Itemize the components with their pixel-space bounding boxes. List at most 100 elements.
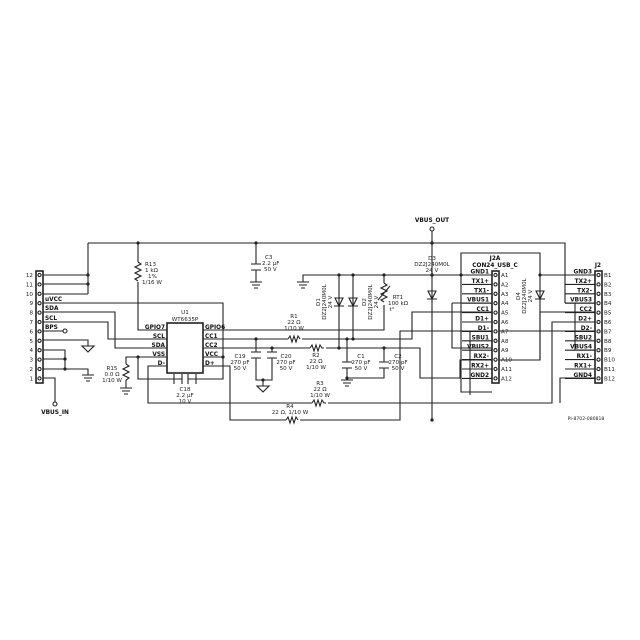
j1-pin-icon xyxy=(37,319,42,325)
j2a-pin-icon xyxy=(493,291,498,296)
u1-pin-right: D+ xyxy=(205,361,215,367)
j2a-pin-number: A5 xyxy=(501,311,509,317)
r2-ref: R2 xyxy=(312,353,319,359)
j1-pin-number: 8 xyxy=(29,311,33,317)
connector-pins: 121110987654321GPIO7SCLSDAVSSD-GPIO6CC1C… xyxy=(26,270,616,383)
j2-pin-number: B2 xyxy=(604,282,611,288)
j2a-pin-name: TX1- xyxy=(474,288,489,294)
j2-pin-icon xyxy=(596,348,601,353)
j1-pin-number: 12 xyxy=(26,273,33,279)
j2-pin-number: B4 xyxy=(604,301,612,307)
c19-ref: C19 xyxy=(234,354,245,360)
r13-tol: 1% xyxy=(148,274,157,280)
j2a-pin-icon xyxy=(493,301,498,306)
j2-pin-number: B5 xyxy=(604,311,612,317)
d4-voltage: 24 V xyxy=(528,289,534,302)
u1-pin-left: SDA xyxy=(152,343,166,349)
u1-pin-right: CC1 xyxy=(205,334,218,340)
j1-pin-icon xyxy=(37,291,42,296)
j2-pin-name: RX1+ xyxy=(574,364,592,370)
j2a-pin-number: A10 xyxy=(501,358,512,364)
c1-ref: C1 xyxy=(357,354,365,360)
j2a-pin-number: A12 xyxy=(501,376,512,382)
j2a-pin-name: VBUS2 xyxy=(467,345,489,351)
resistor-r15 xyxy=(121,363,131,381)
j2-pin-icon xyxy=(596,357,601,362)
j1-pin-number: 4 xyxy=(29,348,33,354)
c2-ref: C2 xyxy=(394,354,401,360)
bps-label: BPS xyxy=(45,325,58,331)
r4-value: 22 Ω, 1/10 W xyxy=(272,410,309,416)
r2-power: 1/10 W xyxy=(306,365,326,371)
j2a-pin-name: GND1 xyxy=(471,270,489,276)
j2a-pin-number: A2 xyxy=(501,282,508,288)
resistor-r13 xyxy=(133,261,143,282)
u1-ref: U1 xyxy=(181,310,189,316)
j1-pin-icon xyxy=(37,329,42,334)
j1-pin-icon xyxy=(37,272,42,278)
j2a-pin-number: A1 xyxy=(501,273,509,279)
r13-ref: R13 xyxy=(145,262,156,268)
r4-ref: R4 xyxy=(286,404,294,410)
j2-pin-name: GND4 xyxy=(574,373,592,379)
j2-pin-icon xyxy=(596,319,601,325)
j1-pin-number: 7 xyxy=(29,320,33,326)
j1-pin-icon xyxy=(37,348,42,353)
r1-ref: R1 xyxy=(290,314,298,320)
d3-part: DZ2J240M0L xyxy=(414,262,450,268)
r1-value: 22 Ω xyxy=(287,320,301,326)
j2-pin-icon xyxy=(596,376,601,381)
j2-ref: J2 xyxy=(594,263,601,269)
r13-power: 1/16 W xyxy=(142,280,162,286)
j2a-pin-name: RX2+ xyxy=(471,364,489,370)
u1-pin-left: SCL xyxy=(153,334,165,340)
j2a-pin-number: A11 xyxy=(501,367,512,373)
j2-pin-number: B3 xyxy=(604,292,612,298)
u1-pin-right: VCC xyxy=(205,352,218,358)
j1-pin-number: 6 xyxy=(29,329,33,335)
j2-pin-name: GND3 xyxy=(574,270,592,276)
j2a-pin-number: A3 xyxy=(501,292,509,298)
j2-pin-name: TX2+ xyxy=(575,279,592,285)
c3-ref: C3 xyxy=(265,255,273,261)
j1-pin-number: 11 xyxy=(26,282,34,288)
c18-ref: C18 xyxy=(179,387,190,393)
j2-pin-name: VBUS4 xyxy=(570,345,592,351)
j2a-pin-number: A9 xyxy=(501,348,509,354)
j1-pin-icon xyxy=(37,282,42,287)
c1-value: 270 pF xyxy=(351,360,370,366)
j1-pin-icon xyxy=(37,366,42,372)
j1-pin-number: 2 xyxy=(29,367,33,373)
bps-terminal[interactable] xyxy=(62,328,68,334)
j2-pin-icon xyxy=(596,272,601,278)
j2-pin-name: D2- xyxy=(581,326,593,332)
c20-voltage: 50 V xyxy=(280,366,293,372)
rt1-value: 100 kΩ xyxy=(388,301,409,307)
j1-pin-number: 5 xyxy=(29,339,33,345)
uvcc-label: uVCC xyxy=(45,297,62,303)
thermistor-rt1 xyxy=(377,282,391,303)
r3-value: 22 Ω xyxy=(313,387,327,393)
j2a-connector xyxy=(491,270,500,384)
vbus-out-terminal[interactable] xyxy=(429,226,435,232)
j2-pin-name: SBU2 xyxy=(575,335,592,341)
j1-pin-icon xyxy=(37,338,42,343)
j1-pin-number: 9 xyxy=(29,301,33,307)
j2a-pin-number: A4 xyxy=(501,301,509,307)
c18-voltage: 10 V xyxy=(179,399,192,405)
c1-voltage: 50 V xyxy=(355,366,368,372)
j2-pin-icon xyxy=(596,329,601,334)
j2a-part: CON24_USB_C xyxy=(472,263,517,269)
d2-ref: D2 xyxy=(362,298,368,306)
j2a-pin-number: A6 xyxy=(501,320,509,326)
j2-pin-name: CC2 xyxy=(579,307,592,313)
j2-pin-name: TX2- xyxy=(577,288,592,294)
c3-voltage: 50 V xyxy=(264,267,277,273)
j2-pin-icon xyxy=(596,282,601,287)
vbus-in-terminal[interactable] xyxy=(52,401,58,407)
j1-connector xyxy=(35,270,44,384)
r15-power: 1/10 W xyxy=(102,378,122,384)
c20-ref: C20 xyxy=(280,354,291,360)
r3-ref: R3 xyxy=(316,381,324,387)
